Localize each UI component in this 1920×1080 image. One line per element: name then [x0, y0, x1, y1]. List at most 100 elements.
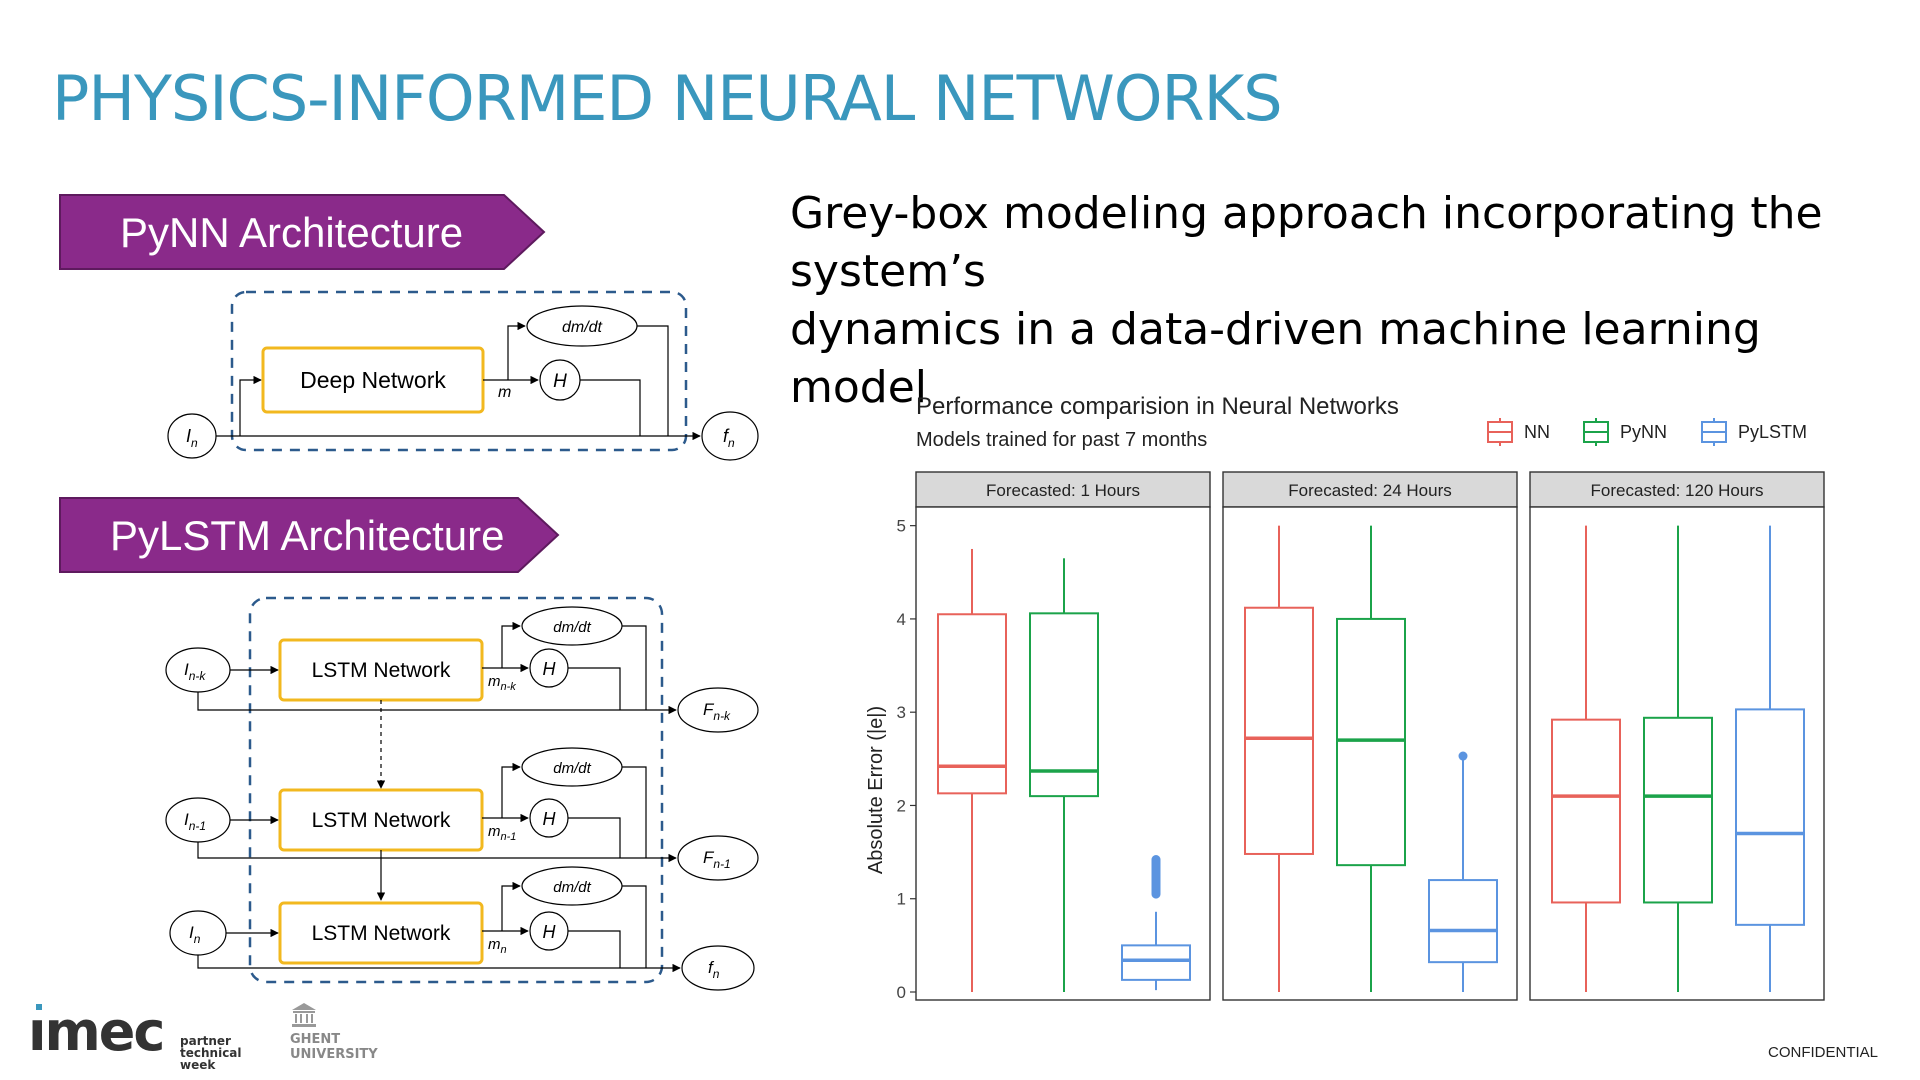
pylstm-row-3-lstm-label: LSTM Network — [312, 922, 451, 945]
pynn-m-label: m — [498, 384, 511, 401]
pylstm-row-2-h-label: H — [543, 809, 557, 829]
box-pylstm — [1121, 855, 1191, 991]
performance-boxplot-chart: Performance comparision in Neural Networ… — [865, 393, 1825, 1002]
pynn-diagram: In Deep Network dm/dt H m fn — [167, 290, 759, 461]
pynn-output-label: fn — [723, 426, 735, 450]
legend-label-pylstm: PyLSTM — [1738, 422, 1807, 442]
ghent-line-2: UNIVERSITY — [290, 1047, 378, 1062]
y-tick-label-5: 5 — [897, 517, 906, 536]
box-nn — [937, 548, 1007, 992]
subtitle-line-2: dynamics in a data-driven machine learni… — [790, 304, 1761, 413]
box-pylstm — [1428, 751, 1498, 992]
pylstm-banner-label: PyLSTM Architecture — [110, 512, 504, 559]
box-iqr — [1428, 879, 1498, 964]
pylstm-banner: PyLSTM Architecture — [59, 497, 560, 573]
panel-strip-label: Forecasted: 1 Hours — [986, 481, 1140, 500]
pylstm-row-2-m-label: mn-1 — [488, 823, 516, 843]
pynn-input-label: In — [186, 426, 198, 450]
pynn-banner: PyNN Architecture — [59, 194, 546, 270]
box-iqr — [1336, 617, 1406, 867]
box-pynn — [1029, 558, 1099, 992]
panel-strip — [1529, 471, 1825, 508]
box-nn — [1551, 525, 1621, 992]
architecture-diagrams: PyNN Architecture In Deep Network dm/dt … — [59, 194, 759, 991]
box-iqr — [1244, 606, 1314, 855]
pylstm-row-3-dmdt-label: dm/dt — [553, 879, 591, 896]
box-iqr — [1735, 708, 1805, 926]
chart-ylabel: Absolute Error (|e|) — [865, 706, 887, 874]
legend-item-nn: NN — [1487, 418, 1550, 446]
legend-item-pylstm: PyLSTM — [1701, 418, 1807, 446]
pynn-h-label: H — [553, 371, 567, 392]
pylstm-row-2: In-1 LSTM Network dm/dt H mn-1 Fn-1 — [165, 747, 759, 881]
y-tick-label-3: 3 — [897, 703, 906, 722]
pylstm-row-3-m-label: mn — [488, 936, 507, 956]
y-tick-label-2: 2 — [897, 796, 906, 815]
chart-panels: 0 1 2 3 4 5 Forecasted: 1 Hours Forecasted: 24 … — [897, 471, 1825, 1002]
chart-legend: NN PyNN PyLSTM — [1487, 418, 1807, 446]
panel-strip-label: Forecasted: 120 Hours — [1591, 481, 1764, 500]
imec-logo: ımec — [28, 1000, 165, 1063]
imec-logo-subtext: partner technical week — [180, 1035, 242, 1071]
imec-logo-dot — [36, 1004, 42, 1010]
box-pylstm — [1735, 525, 1805, 992]
imec-sub-line-1: partner — [180, 1034, 231, 1048]
ghent-line-1: GHENT — [290, 1032, 341, 1047]
pynn-dashed-boundary — [230, 290, 688, 452]
box-nn — [1244, 525, 1314, 992]
confidential-label: CONFIDENTIAL — [1768, 1044, 1879, 1061]
subtitle-line-1: Grey-box modeling approach incorporating… — [790, 188, 1823, 297]
y-tick-label-1: 1 — [897, 890, 906, 909]
slide-subtitle: Grey-box modeling approach incorporating… — [790, 185, 1900, 417]
pylstm-row-1-output-node — [677, 687, 759, 733]
y-tick-label-0: 0 — [897, 983, 906, 1002]
pylstm-row-3-input-label: In — [189, 923, 201, 946]
box-iqr — [937, 613, 1007, 795]
legend-label-nn: NN — [1524, 422, 1550, 442]
legend-label-pynn: PyNN — [1620, 422, 1667, 442]
legend-item-pynn: PyNN — [1583, 418, 1667, 446]
pynn-banner-label: PyNN Architecture — [120, 209, 463, 256]
pylstm-row-2-output-label: Fn-1 — [703, 848, 731, 871]
pylstm-row-2-output-node — [677, 835, 759, 881]
pylstm-row-1-output-label: Fn-k — [703, 700, 731, 723]
box-outlier — [1458, 751, 1468, 761]
imec-sub-line-3: week — [180, 1058, 216, 1072]
ghent-university-building-icon — [292, 1003, 316, 1027]
box-iqr — [1121, 944, 1191, 981]
pylstm-row-1-lstm-label: LSTM Network — [312, 659, 451, 682]
pylstm-row-3-lstm-box — [278, 901, 484, 965]
pylstm-row-3-output-node — [681, 945, 755, 991]
box-pynn — [1643, 525, 1713, 992]
panel-2: Forecasted: 24 Hours — [1222, 471, 1518, 1001]
pylstm-dashed-boundary — [248, 596, 664, 984]
panel-1: Forecasted: 1 Hours — [915, 471, 1211, 1001]
chart-title: Performance comparision in Neural Networ… — [916, 393, 1399, 420]
y-tick-label-4: 4 — [897, 610, 906, 629]
panel-strip-label: Forecasted: 24 Hours — [1288, 481, 1451, 500]
pylstm-row-1-input-label: In-k — [184, 660, 206, 683]
pynn-output-node — [701, 411, 759, 461]
pylstm-row-3: In LSTM Network dm/dt H mn fn — [169, 866, 755, 991]
box-iqr — [1643, 716, 1713, 904]
ghent-university-logo: GHENT UNIVERSITY — [290, 1032, 378, 1062]
pynn-deep-network-label: Deep Network — [300, 367, 446, 393]
box-iqr — [1029, 612, 1099, 798]
pylstm-row-1-m-label: mn-k — [488, 673, 516, 693]
pylstm-row-1-h-label: H — [543, 659, 557, 679]
chart-subtitle: Models trained for past 7 months — [916, 429, 1207, 451]
pylstm-row-3-h-label: H — [543, 922, 557, 942]
imec-sub-line-2: technical — [180, 1046, 242, 1060]
panel-3: Forecasted: 120 Hours — [1529, 471, 1825, 1001]
slide-title: PHYSICS-INFORMED NEURAL NETWORKS — [52, 62, 1283, 135]
pylstm-row-2-dmdt-label: dm/dt — [553, 760, 591, 777]
pylstm-row-2-input-label: In-1 — [184, 810, 206, 833]
pylstm-row-2-lstm-label: LSTM Network — [312, 809, 451, 832]
pylstm-row-1: In-k LSTM Network dm/dt H mn-k Fn-k — [165, 606, 759, 733]
pylstm-row-1-dmdt-label: dm/dt — [553, 619, 591, 636]
pylstm-diagram: In-k LSTM Network dm/dt H mn-k Fn-k In-1… — [165, 596, 759, 991]
box-iqr — [1551, 718, 1621, 904]
pynn-dmdt-label: dm/dt — [562, 319, 603, 336]
pylstm-row-3-output-label: fn — [708, 958, 720, 981]
box-pynn — [1336, 525, 1406, 992]
